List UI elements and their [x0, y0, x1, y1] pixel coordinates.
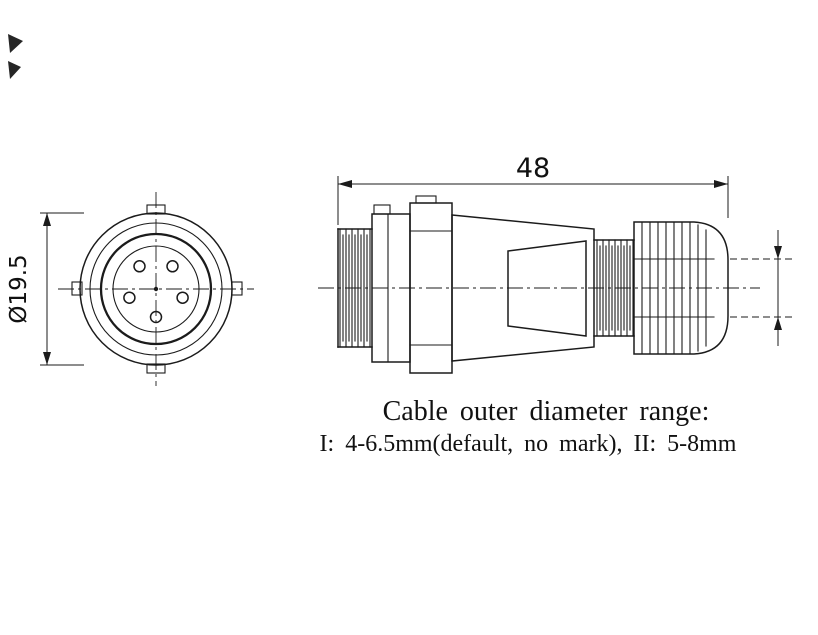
length-dimension: 48 — [337, 153, 729, 225]
pin-upper-right — [166, 260, 179, 273]
arrowhead-right — [714, 180, 728, 188]
grip-trapezoid — [507, 240, 587, 337]
note-line-1: Cable outer diameter range: — [383, 396, 710, 427]
arrowhead-up-inward — [774, 317, 782, 330]
arrowhead-down — [43, 352, 51, 365]
pin-lower-left — [123, 291, 136, 304]
arrowhead-left — [338, 180, 352, 188]
pin-lower-right — [176, 291, 189, 304]
pin-bottom — [149, 310, 163, 324]
connector-body — [451, 214, 595, 362]
side-view: 48 — [318, 153, 796, 374]
thread-left — [337, 228, 373, 348]
front-view: Ø19.5 — [6, 192, 254, 386]
pin-center-dot — [153, 286, 159, 292]
scan-artifact-1 — [8, 34, 23, 53]
alignment-tabs — [71, 204, 243, 374]
arrowhead-down-inward — [774, 246, 782, 259]
length-label: 48 — [516, 153, 550, 184]
note-block: Cable outer diameter range: I: 4-6.5mm(d… — [320, 396, 737, 457]
pin-upper-left — [133, 260, 146, 273]
note-line-2: I: 4-6.5mm(default, no mark), II: 5-8mm — [320, 431, 737, 457]
diameter-dimension: Ø19.5 — [6, 212, 84, 366]
connector-face-circles — [79, 212, 233, 366]
scan-artifact-2 — [8, 61, 21, 79]
arrowhead-up — [43, 213, 51, 226]
cable-diameter-dimension — [730, 230, 796, 346]
cable-gland-cap — [633, 221, 729, 355]
diameter-label: Ø19.5 — [6, 254, 32, 323]
connector-pins — [123, 260, 189, 324]
thread-right — [593, 239, 635, 337]
